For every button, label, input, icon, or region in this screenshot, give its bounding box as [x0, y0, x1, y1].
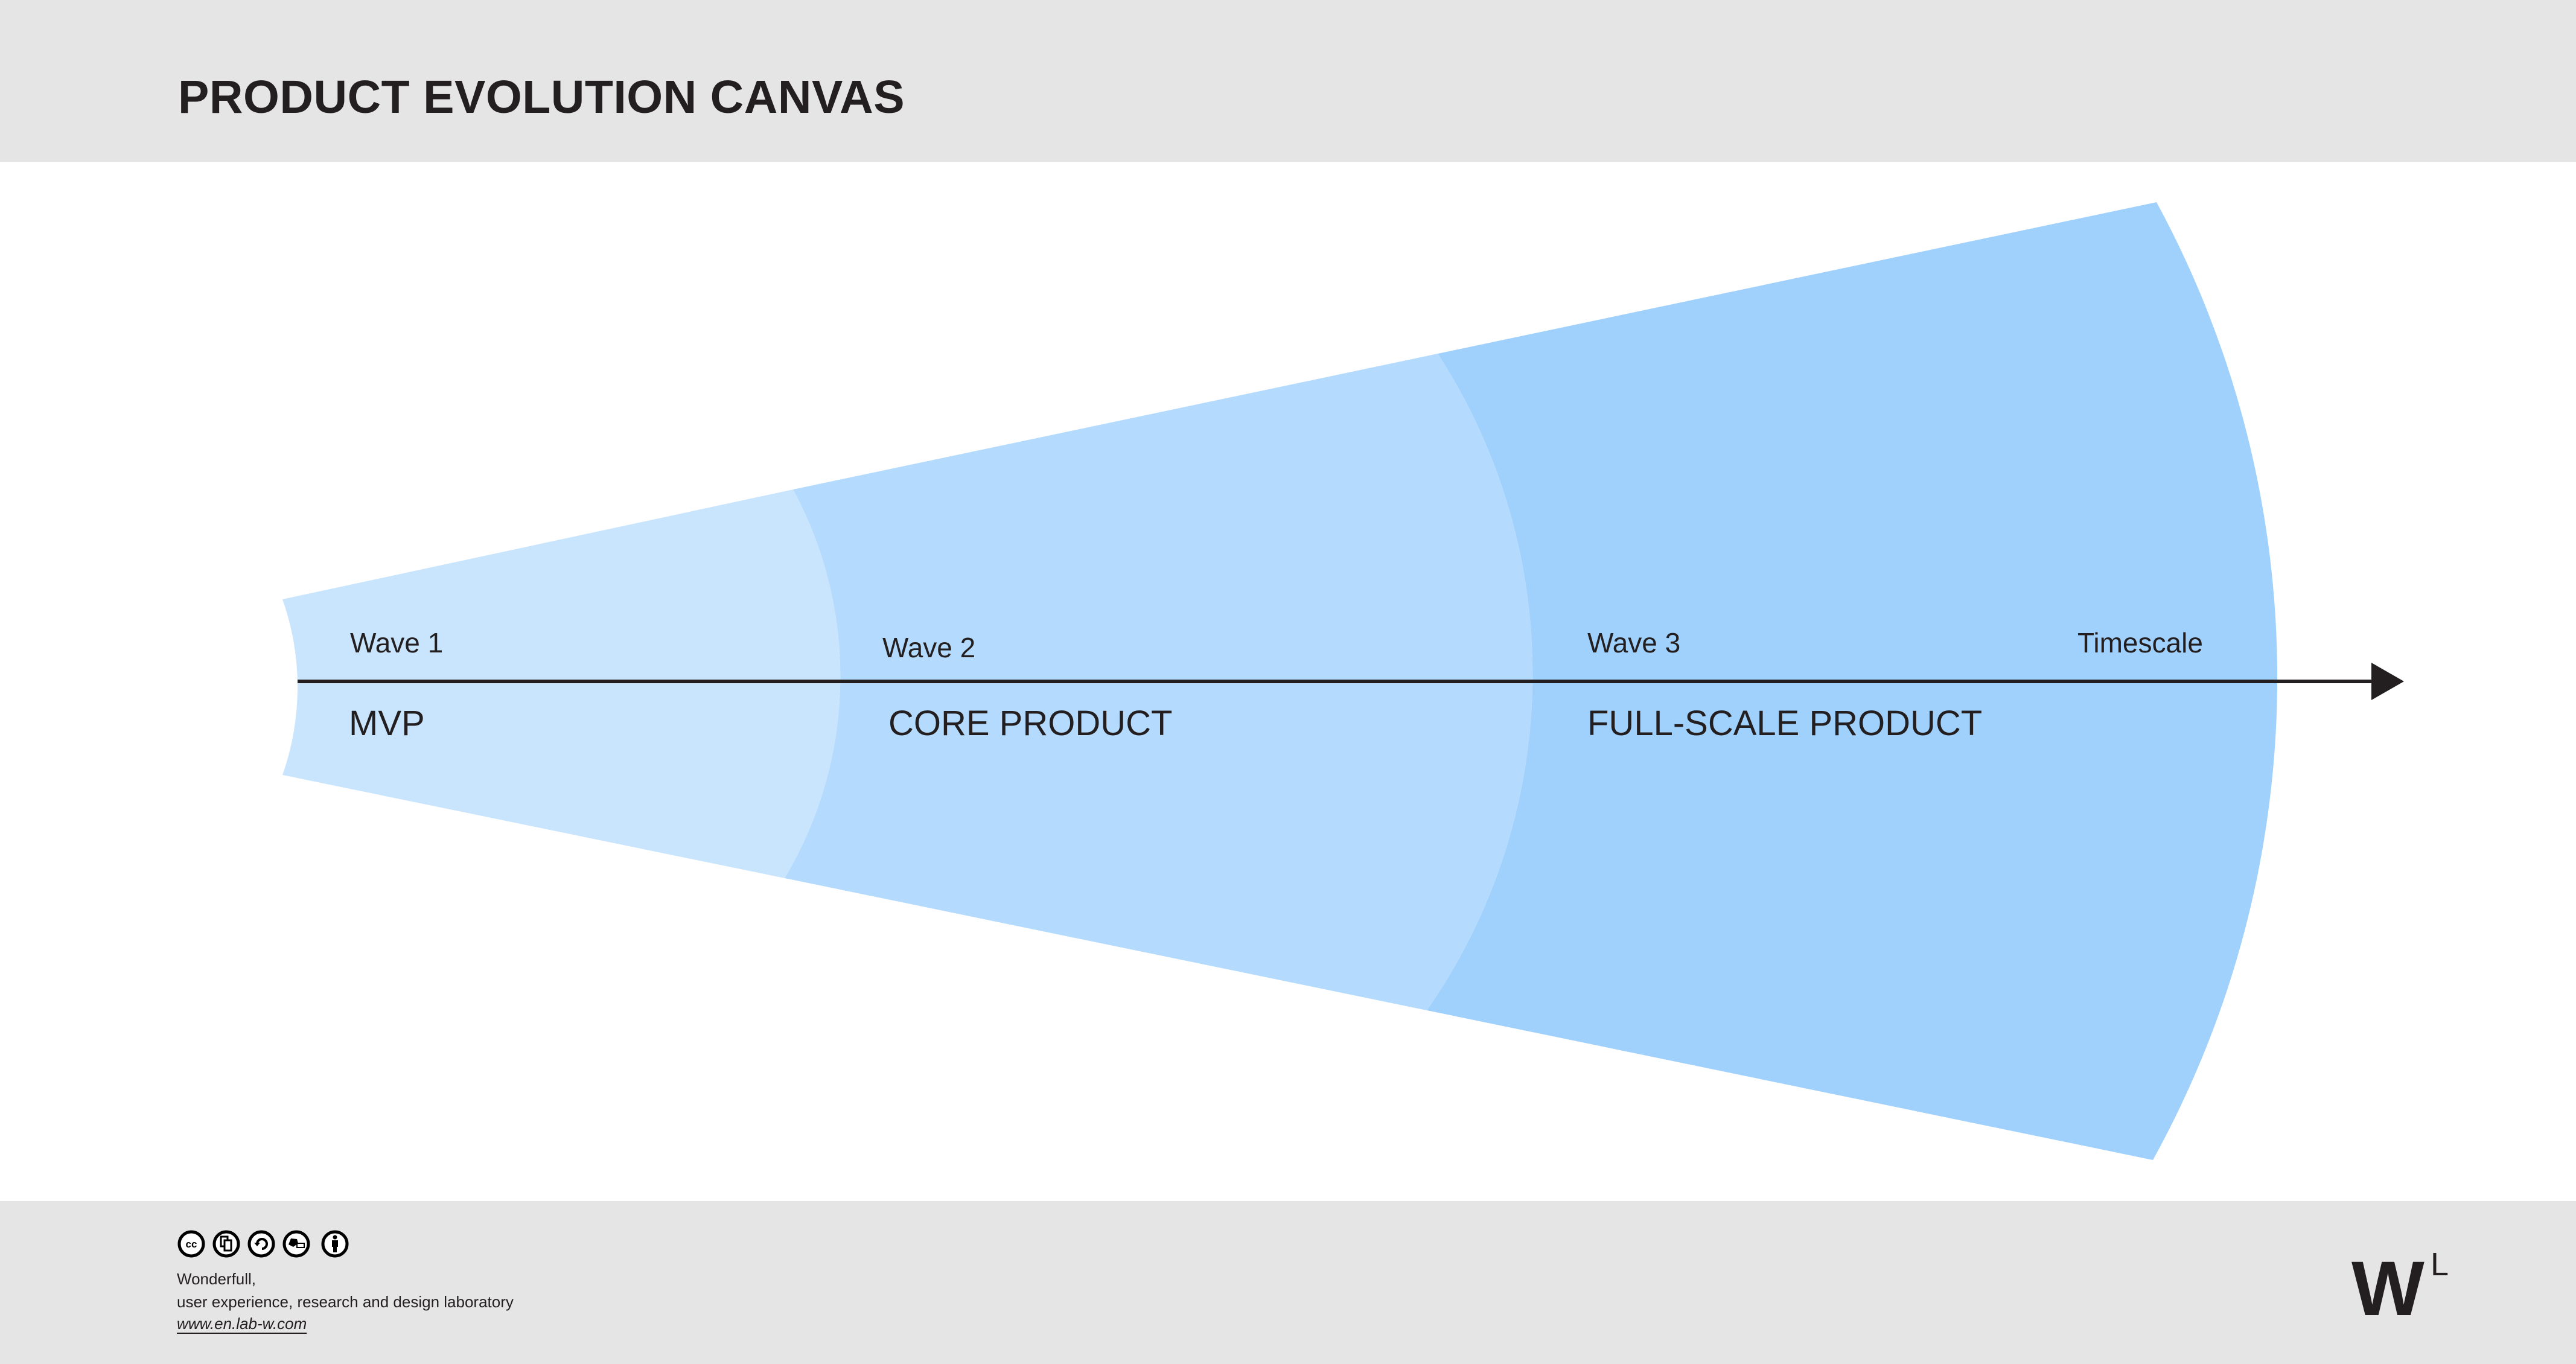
stage-core-product-label: CORE PRODUCT — [888, 704, 1173, 743]
remix-icon — [282, 1230, 310, 1258]
org-tagline: user experience, research and design lab… — [177, 1293, 514, 1311]
share-icon — [212, 1230, 240, 1258]
org-name: Wonderfull, — [177, 1270, 257, 1288]
attribution-icon — [321, 1230, 349, 1258]
svg-text:cc: cc — [186, 1238, 197, 1250]
wave-1-label: Wave 1 — [350, 627, 444, 658]
timescale-label: Timescale — [2077, 627, 2203, 658]
stage-full-scale-product-label: FULL-SCALE PRODUCT — [1587, 704, 1983, 743]
page-title: PRODUCT EVOLUTION CANVAS — [178, 71, 905, 123]
stage-mvp-label: MVP — [349, 704, 425, 743]
license-icons: cc — [177, 1230, 349, 1258]
wl-logo-w: W — [2351, 1246, 2425, 1332]
wave-1-region — [282, 489, 841, 878]
header-bar: PRODUCT EVOLUTION CANVAS — [0, 0, 2576, 162]
website-link[interactable]: www.en.lab-w.com — [177, 1315, 307, 1333]
arrow-head-icon — [2371, 663, 2404, 700]
share-alike-icon — [247, 1230, 275, 1258]
cc-icon: cc — [177, 1230, 205, 1258]
wave-3-label: Wave 3 — [1587, 627, 1681, 658]
wave-2-label: Wave 2 — [882, 632, 976, 663]
wl-logo-l: L — [2431, 1246, 2449, 1283]
footer-bar — [0, 1201, 2576, 1364]
